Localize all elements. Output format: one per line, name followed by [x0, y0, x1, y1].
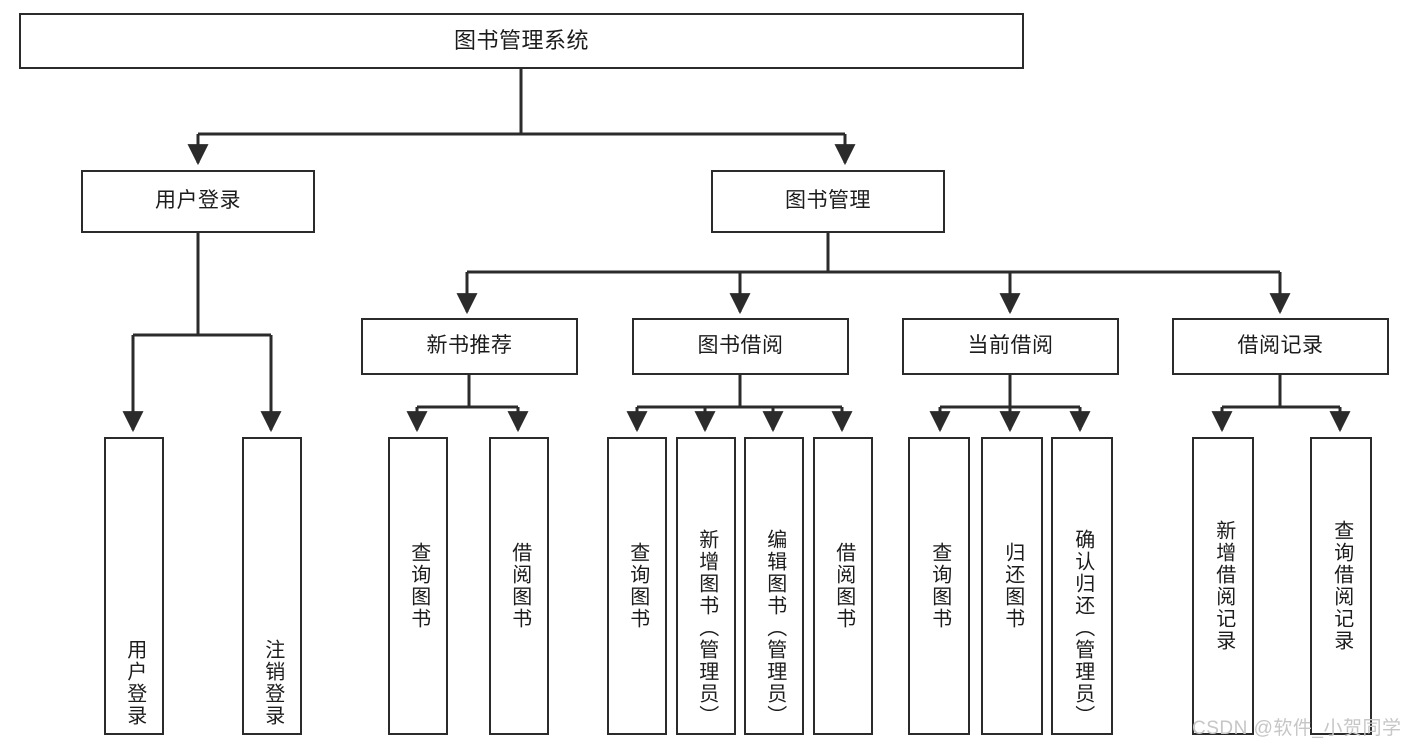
node-label: 图书管理系统	[453, 28, 589, 54]
leaf-current-confirm-return-admin[interactable]: 确认归还（管理员）	[1051, 437, 1113, 735]
node-label: 用户登录	[155, 189, 241, 213]
node-label: 查询图书	[928, 542, 951, 630]
node-borrow-record[interactable]: 借阅记录	[1172, 318, 1389, 375]
leaf-record-add-record[interactable]: 新增借阅记录	[1192, 437, 1254, 735]
node-label: 当前借阅	[967, 334, 1054, 358]
node-label: 查询图书	[407, 542, 430, 630]
node-book-borrow[interactable]: 图书借阅	[632, 318, 849, 375]
node-label: 借阅图书	[508, 542, 531, 630]
node-root-system[interactable]: 图书管理系统	[19, 13, 1024, 69]
node-label: 注销登录	[261, 639, 284, 727]
node-label: 确认归还（管理员）	[1071, 529, 1094, 727]
node-label: 新增借阅记录	[1212, 520, 1235, 652]
leaf-borrow-query-book[interactable]: 查询图书	[607, 437, 667, 735]
node-current-borrow[interactable]: 当前借阅	[902, 318, 1119, 375]
leaf-record-query-record[interactable]: 查询借阅记录	[1310, 437, 1372, 735]
node-label: 归还图书	[1001, 542, 1024, 630]
node-label: 借阅图书	[832, 542, 855, 630]
leaf-borrow-edit-book-admin[interactable]: 编辑图书（管理员）	[744, 437, 804, 735]
node-book-management[interactable]: 图书管理	[711, 170, 945, 233]
node-label: 借阅记录	[1237, 334, 1324, 358]
node-label: 查询借阅记录	[1330, 520, 1353, 652]
node-label: 编辑图书（管理员）	[763, 529, 786, 727]
node-new-book-recommend[interactable]: 新书推荐	[361, 318, 578, 375]
node-user-login[interactable]: 用户登录	[81, 170, 315, 233]
leaf-user-login-logout[interactable]: 注销登录	[242, 437, 302, 735]
node-label: 新增图书（管理员）	[695, 529, 718, 727]
leaf-borrow-add-book-admin[interactable]: 新增图书（管理员）	[676, 437, 736, 735]
node-label: 图书管理	[785, 189, 871, 213]
leaf-user-login-login[interactable]: 用户登录	[104, 437, 164, 735]
leaf-current-return-book[interactable]: 归还图书	[981, 437, 1043, 735]
csdn-watermark: CSDN @软件_小贺同学	[1192, 718, 1402, 739]
node-label: 新书推荐	[426, 334, 513, 358]
node-label: 查询图书	[626, 542, 649, 630]
leaf-new-book-query[interactable]: 查询图书	[388, 437, 448, 735]
leaf-borrow-borrow-book[interactable]: 借阅图书	[813, 437, 873, 735]
leaf-current-query-book[interactable]: 查询图书	[908, 437, 970, 735]
node-label: 用户登录	[123, 639, 146, 727]
leaf-new-book-borrow[interactable]: 借阅图书	[489, 437, 549, 735]
node-label: 图书借阅	[697, 334, 784, 358]
